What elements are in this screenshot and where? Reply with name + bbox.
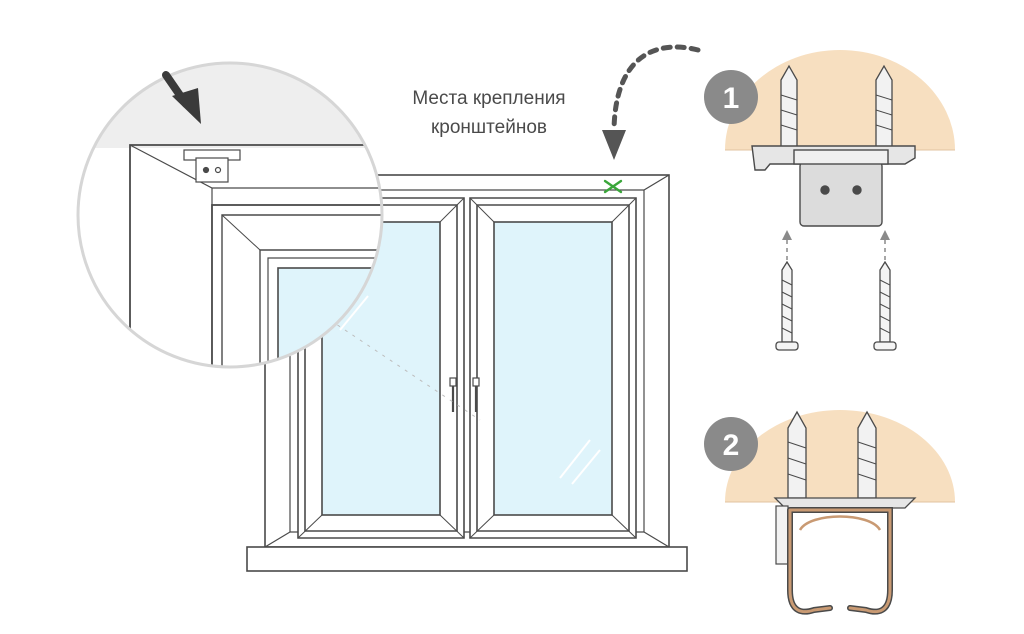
wall-section [725, 410, 955, 502]
mount-mark-icon [603, 179, 623, 194]
step-1-badge: 1 [704, 70, 758, 124]
mounting-points-caption: Места крепления кронштейнов [384, 84, 594, 142]
cornice-profile [775, 505, 893, 615]
window-sill [246, 546, 688, 572]
right-sash [469, 197, 637, 539]
caption-line-2: кронштейнов [430, 117, 547, 138]
insert-arrows [786, 240, 886, 262]
wall-plug [787, 410, 877, 499]
bracket-closeup [183, 149, 241, 183]
step-2-badge: 2 [704, 417, 758, 471]
step-1-panel: 1 [704, 50, 955, 351]
screw [775, 260, 897, 351]
curved-dashed-arrow [602, 44, 701, 160]
right-glass [493, 221, 613, 516]
mounting-bracket [751, 145, 916, 227]
wall-plug [780, 64, 893, 151]
mounting-bracket [773, 497, 917, 509]
window-handles [449, 377, 480, 412]
window-illustration [246, 174, 688, 572]
step-1-number: 1 [723, 82, 740, 115]
left-glass [321, 221, 441, 516]
down-arrow-icon [162, 71, 201, 124]
caption-line-1: Места крепления [412, 88, 566, 109]
magnifier-callout [76, 61, 481, 421]
step-2-number: 2 [723, 429, 740, 462]
step-2-panel: 2 [704, 410, 955, 615]
